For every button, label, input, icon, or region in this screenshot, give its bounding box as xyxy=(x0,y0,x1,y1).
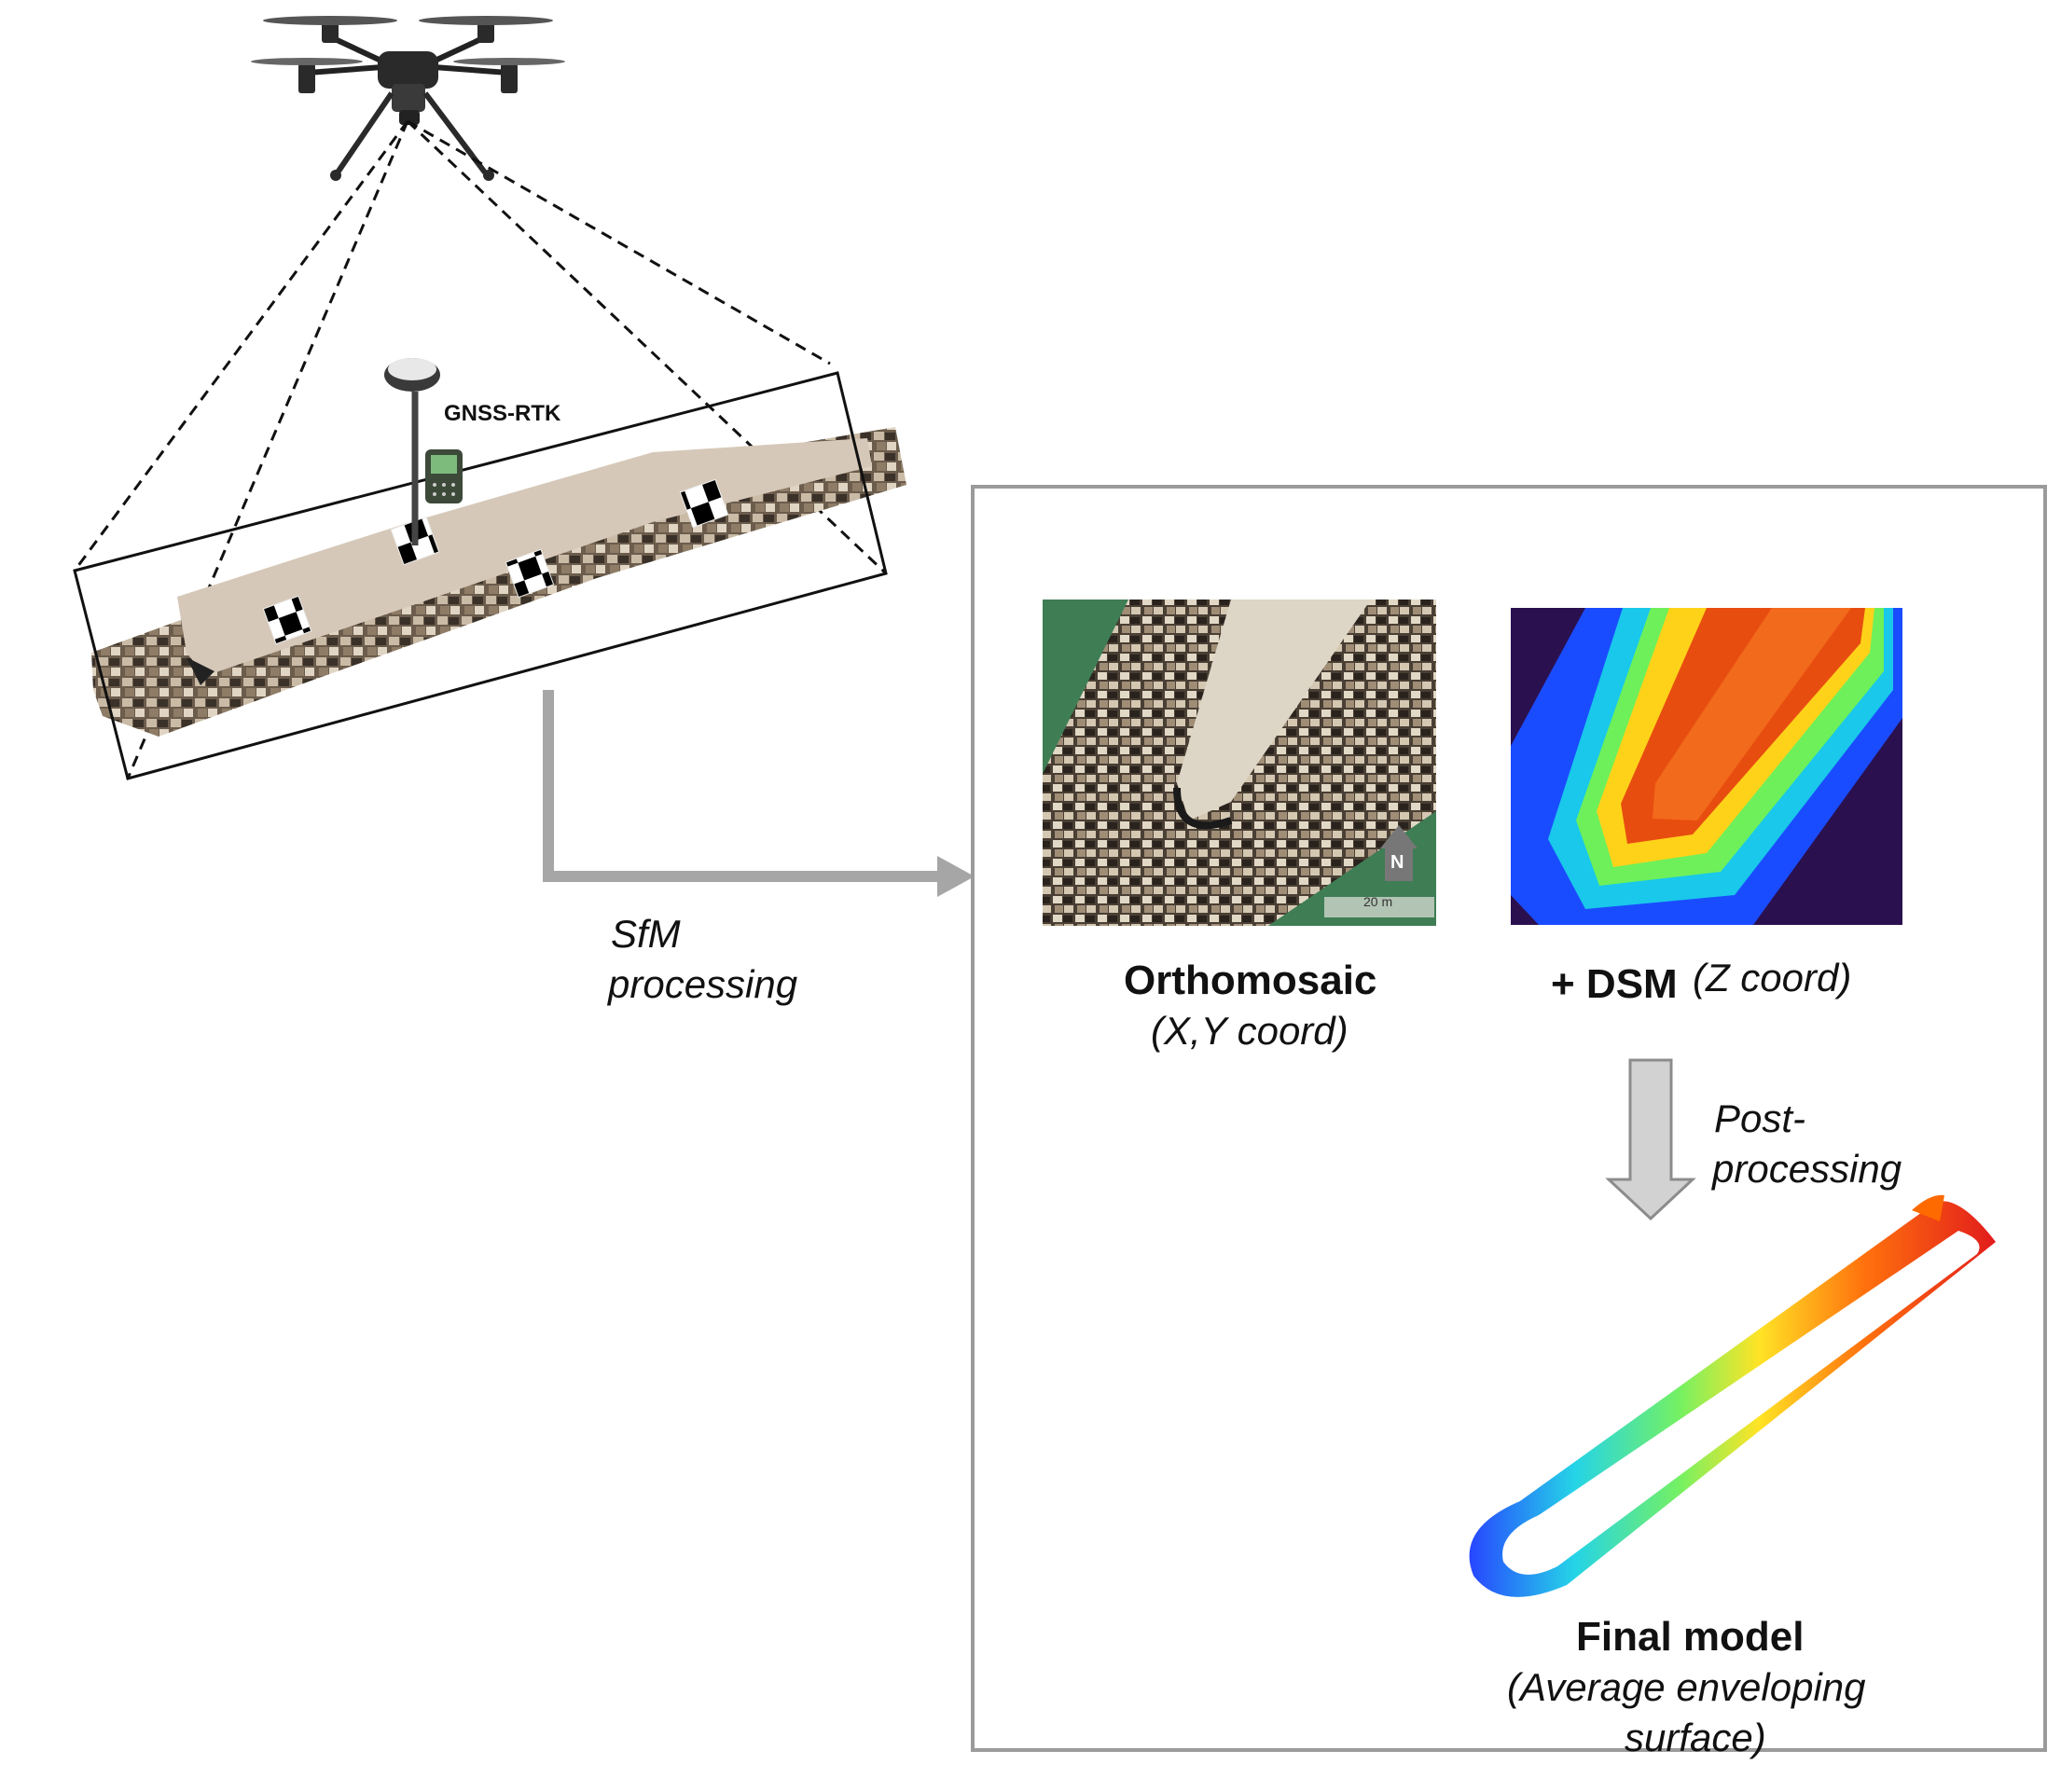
final-model-subtitle-line2: surface) xyxy=(1625,1716,1766,1759)
dsm-title: + DSM xyxy=(1551,961,1678,1007)
checker-target-icon xyxy=(262,478,729,645)
final-model-image xyxy=(1469,1194,1996,1597)
sfm-label-line1: SfM xyxy=(611,912,681,956)
gnss-label: GNSS-RTK xyxy=(444,401,561,426)
post-processing-arrow xyxy=(1605,1058,1696,1221)
scale-bar xyxy=(1324,897,1434,917)
dsm-image xyxy=(1511,608,1902,925)
north-label: N xyxy=(1390,852,1404,873)
scale-label: 20 m xyxy=(1363,894,1393,909)
post-processing-label-line2: processing xyxy=(1712,1147,1902,1191)
results-panel xyxy=(971,485,2047,1752)
orthomosaic-title: Orthomosaic xyxy=(1124,958,1377,1003)
dsm-subtitle: (Z coord) xyxy=(1693,956,1852,999)
post-processing-label-line1: Post- xyxy=(1714,1096,1806,1140)
north-arrow-icon xyxy=(1380,825,1418,881)
gnss-receiver-icon xyxy=(384,358,463,545)
sfm-label-line2: processing xyxy=(608,962,798,1006)
breakwater-photo xyxy=(91,427,906,737)
capture-frame xyxy=(73,371,888,780)
drone-icon xyxy=(251,16,565,181)
orthomosaic-image xyxy=(1043,600,1436,926)
final-model-subtitle-line1: (Average enveloping xyxy=(1507,1665,1866,1709)
final-model-title: Final model xyxy=(1576,1614,1805,1660)
sfm-arrow xyxy=(543,690,975,897)
orthomosaic-subtitle: (X,Y coord) xyxy=(1151,1009,1349,1053)
